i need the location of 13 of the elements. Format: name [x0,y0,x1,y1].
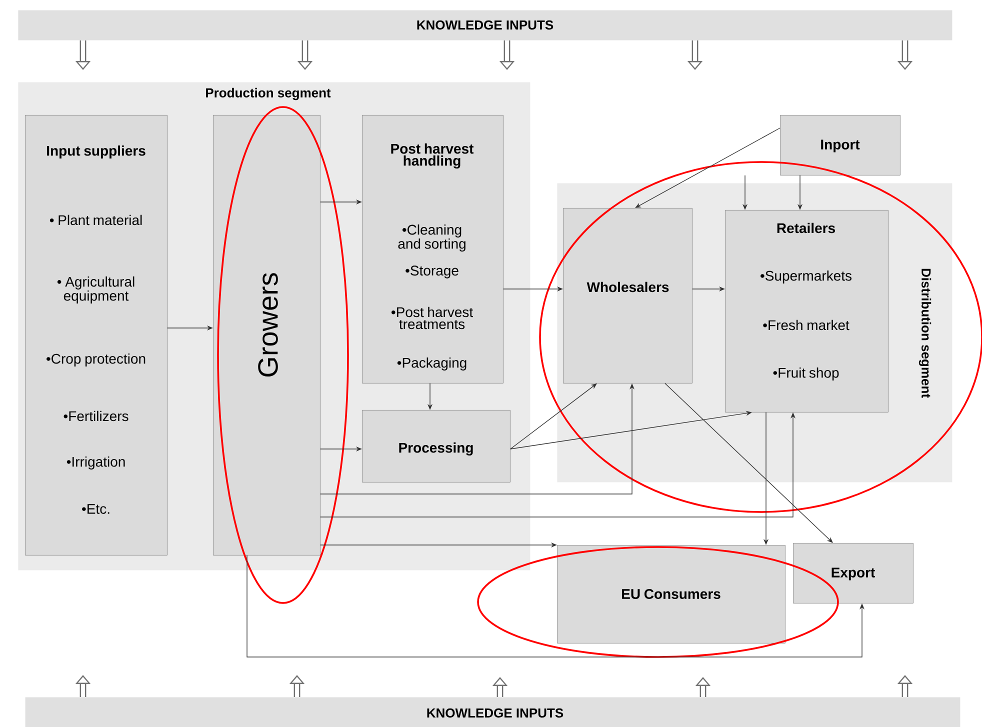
process-box: Input suppliers • Plant material • Agricultural equipment •Crop protection •Fertilizers •Irrigation •Etc. [25,115,168,556]
process-box: EU Consumers [557,545,786,644]
process-box: Wholesalers [563,208,692,384]
banner: KNOWLEDGE INPUTS [18,10,952,40]
arrow [635,128,780,208]
process-box: Post harvest handling •Cleaning and sorting •Storage •Post harvest treatments •Packaging [362,115,504,384]
process-box: Processing [362,410,510,482]
banner: KNOWLEDGE INPUTS [25,697,960,727]
process-box: Growers [213,115,320,556]
process-box: Retailers •Supermarkets •Fresh market •Fruit shop [725,210,888,412]
process-box: Export [793,543,914,604]
process-box: Inport [780,115,900,176]
arrow [664,383,833,543]
